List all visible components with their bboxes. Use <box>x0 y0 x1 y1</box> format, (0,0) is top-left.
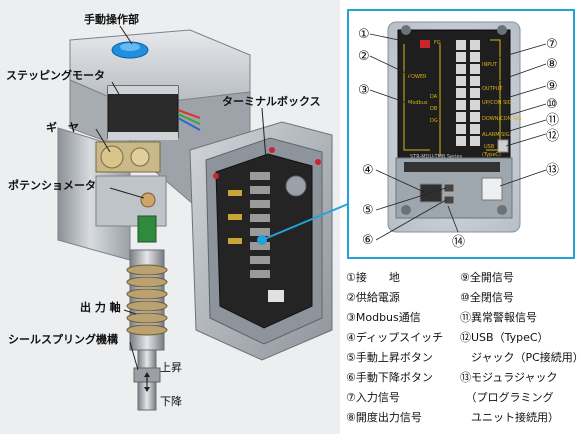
legend-item-5: ⑤手動上昇ボタン <box>346 351 433 364</box>
manual-up-button <box>443 183 455 193</box>
pcb-da: DA <box>430 94 438 100</box>
callout-3: ③ <box>358 83 370 98</box>
gear-2 <box>130 147 150 167</box>
pcb-down-con: DOWN/CON SIG. <box>482 116 523 122</box>
legend-item-12: ⑫USB（TypeC） <box>460 331 549 344</box>
pcb-dg: DG <box>430 118 438 124</box>
usb-jack <box>497 139 509 153</box>
screw-3 <box>213 173 219 179</box>
legend-item-4: ④ディップスイッチ <box>346 331 444 344</box>
terminal-box-terminals <box>228 172 284 302</box>
label-stepping-motor: ステッピングモータ <box>6 69 105 82</box>
terminal-block-left <box>456 40 466 146</box>
callout-4: ④ <box>362 163 374 178</box>
label-output-shaft: 出 力 軸 <box>80 301 121 314</box>
motor-cap <box>108 86 178 94</box>
motor-wire-green <box>177 113 201 125</box>
terminal-block-right <box>470 40 480 146</box>
label-gear: ギ ヤ <box>46 121 79 134</box>
motor-wire-blue <box>177 117 201 131</box>
legend-item-11: ⑪異常警報信号 <box>460 311 537 324</box>
pcb-alarm: ALARM SIG. <box>482 132 512 138</box>
legend-item-8: ⑧開度出力信号 <box>346 411 422 424</box>
pcb-yellow-traces <box>403 39 501 156</box>
pcb-db: DB <box>430 106 438 112</box>
callouts: ① ② ③ ④ ⑤ ⑥ ⑦ ⑧ ⑨ ⑩ ⑪ ⑫ ⑬ ⑭ <box>358 27 559 250</box>
label-down: 下降 <box>160 395 182 408</box>
callout-9: ⑨ <box>546 79 558 94</box>
manual-down-button <box>443 195 455 205</box>
label-up: 上昇 <box>160 361 182 374</box>
label-seal-spring: シールスプリング機構 <box>8 333 118 346</box>
pcb-fg: FG <box>434 40 441 46</box>
legend-item-3: ③Modbus通信 <box>346 311 421 324</box>
actuator-illustration <box>57 29 333 411</box>
legend-item-7: ⑦入力信号 <box>346 391 400 404</box>
callout-2: ② <box>358 49 370 64</box>
zoom-connector <box>261 203 349 241</box>
callout-13: ⑬ <box>546 163 559 178</box>
legend-item-10: ⑩全閉信号 <box>460 291 514 304</box>
mount-hole-tr <box>497 25 507 35</box>
cable-gland <box>285 175 307 197</box>
legend-item-1: ①接 地 <box>346 271 400 284</box>
seal-spring <box>126 264 168 336</box>
callout-7: ⑦ <box>546 37 558 52</box>
callout-5: ⑤ <box>362 203 374 218</box>
label-potentiometer: ポテンショメータ <box>8 179 96 192</box>
callout-1: ① <box>358 27 370 42</box>
legend-item-12-cont: ジャック（PC接続用） <box>460 351 580 364</box>
potentiometer-pcb <box>137 215 157 243</box>
pcb-power: POWER <box>408 74 427 80</box>
legend-item-13: ⑬モジュラジャック <box>460 371 558 384</box>
callout-12: ⑫ <box>546 129 559 144</box>
left-leaders <box>95 25 267 392</box>
legend-item-2: ②供給電源 <box>346 291 400 304</box>
label-terminal-box: ターミナルボックス <box>222 95 321 108</box>
screw-2 <box>315 159 321 165</box>
mount-hole-br <box>497 205 507 215</box>
mount-hole-tl <box>401 25 411 35</box>
pcb-typec: (TypeC) <box>482 152 501 158</box>
callout-leaders <box>369 33 547 241</box>
callout-6: ⑥ <box>362 233 374 248</box>
callout-11: ⑪ <box>546 113 559 128</box>
pcb-input: INPUT <box>482 62 498 68</box>
legend-item-13-cont: （プログラミング <box>460 391 554 404</box>
pcb-up-con: UP/CON SIG. <box>482 100 514 106</box>
manual-knob-highlight <box>120 43 140 51</box>
pcb-modbus: Modbus <box>408 100 428 106</box>
motor-cap-bottom <box>108 132 178 140</box>
callout-8: ⑧ <box>546 57 558 72</box>
motor-wire-red <box>177 109 201 119</box>
screw-1 <box>269 147 275 153</box>
legend-item-9: ⑨全開信号 <box>460 271 514 284</box>
gear-1 <box>100 145 124 169</box>
pcb-usb: USB <box>484 144 495 150</box>
fg-terminal <box>420 40 430 48</box>
pcb-text: FG POWER Modbus DA DB DG INPUT OUTPUT UP… <box>408 40 523 160</box>
legend-item-6: ⑥手動下降ボタン <box>346 371 433 384</box>
legend-item-13-cont2: ユニット接続用） <box>460 411 559 424</box>
mount-hole-bl <box>401 205 411 215</box>
connector-strip <box>404 162 500 172</box>
callout-14: ⑭ <box>452 235 465 250</box>
pcb-output: OUTPUT <box>482 86 503 92</box>
label-manual-operation: 手動操作部 <box>84 13 139 26</box>
modular-jack <box>481 177 503 201</box>
callout-10: ⑩ <box>546 97 558 112</box>
pcb-model: STR-MDU-TMB Series <box>410 154 463 160</box>
potentiometer <box>140 192 156 208</box>
